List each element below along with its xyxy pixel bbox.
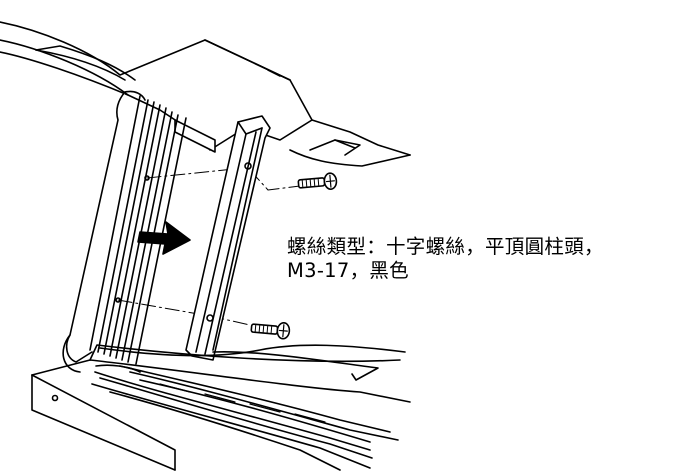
base-chassis (31, 344, 411, 471)
right-arrow-icon (137, 221, 191, 255)
screw-spec-line-2: M3-17，黑色 (287, 259, 409, 282)
screw-icon (297, 172, 338, 190)
side-bracket (115, 115, 271, 361)
screw-icon (250, 321, 291, 340)
screw-spec-callout: 螺絲類型：十字螺絲，平頂圓柱頭， M3-17，黑色 (287, 235, 692, 283)
screw-spec-line-1: 螺絲類型：十字螺絲，平頂圓柱頭， (287, 235, 604, 258)
top-cover-panel (0, 21, 411, 167)
